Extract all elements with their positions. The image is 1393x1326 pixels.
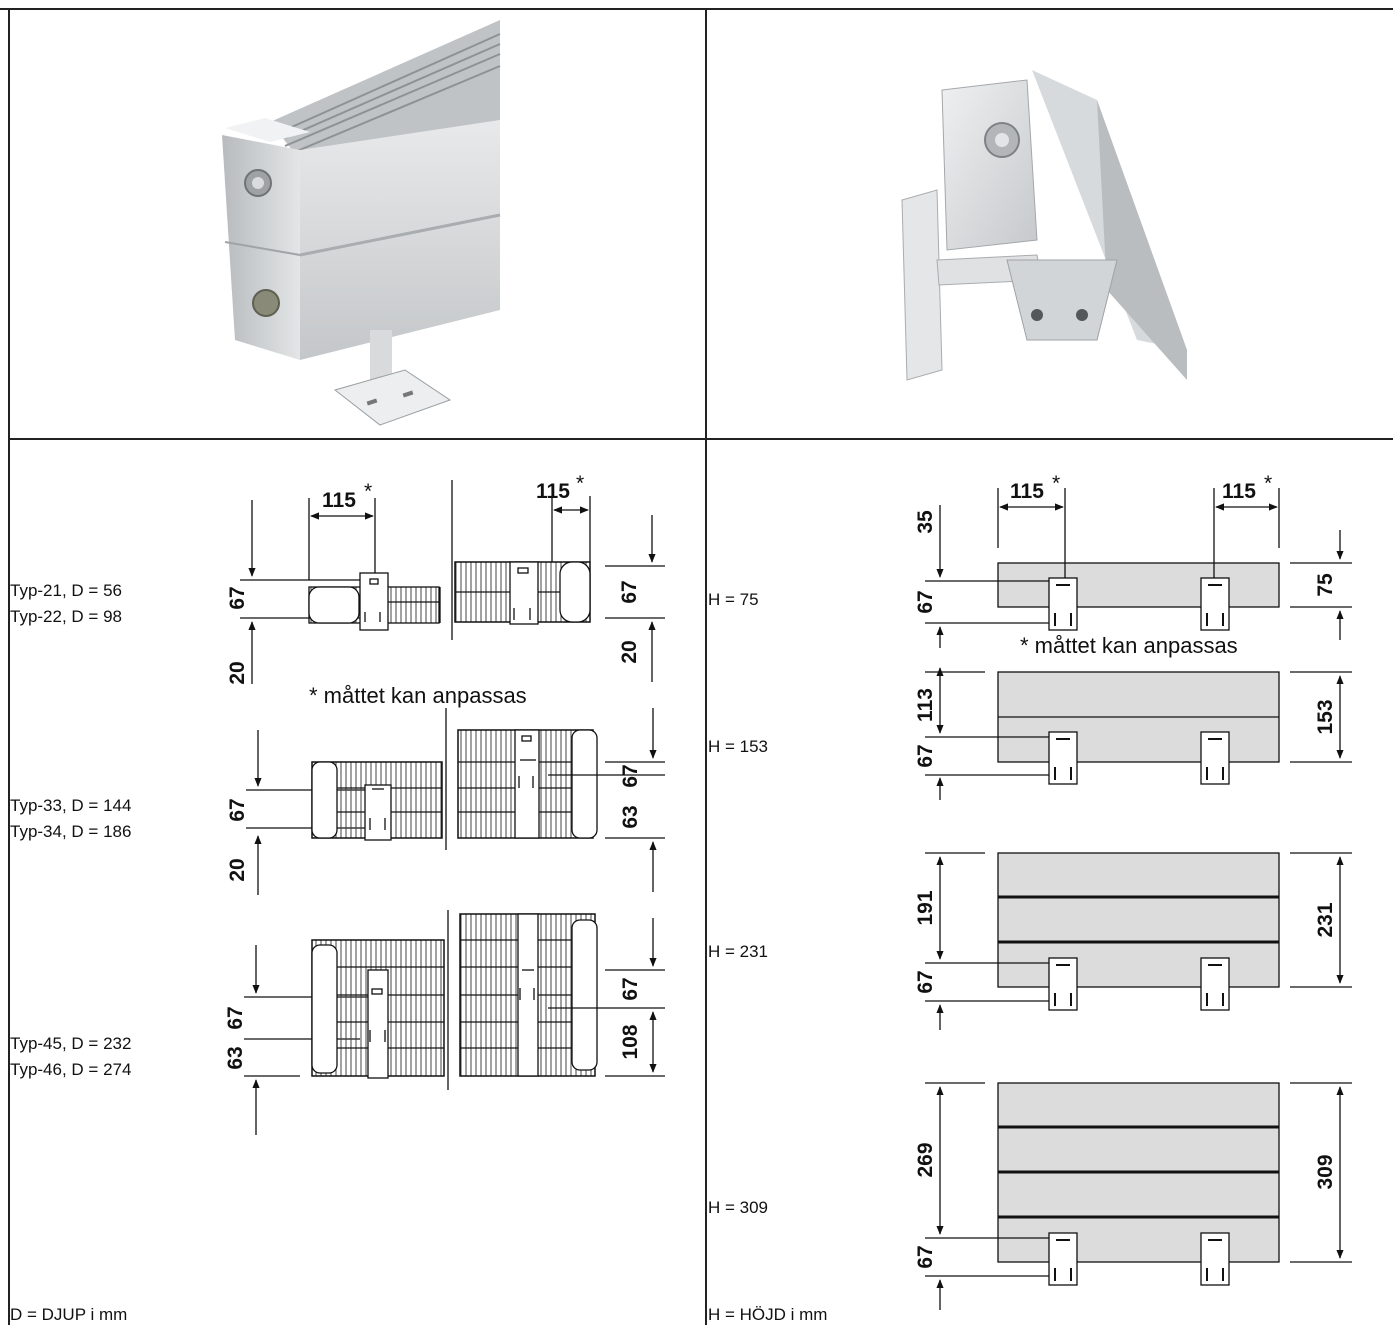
dim-67-row1: 67 [226,586,249,609]
frame-left [8,8,10,1325]
adjustable-note-right: * måttet kan anpassas [1020,633,1238,658]
type-label-46: Typ-46, D = 274 [10,1060,132,1079]
height-label-231: H = 231 [708,942,769,961]
frame-top [0,8,1393,10]
dim-63-row2: 63 [619,805,642,828]
adjustable-note-left: * måttet kan anpassas [309,683,527,708]
dim-108-row3: 108 [619,1024,642,1059]
dim-star-width-right: * [1264,472,1272,495]
dim-20-row1-right: 20 [618,640,641,663]
dim-67-h153: 67 [914,744,937,767]
dim-67-row3: 67 [224,1006,247,1029]
type-label-21: Typ-21, D = 56 [10,581,122,600]
dim-20-row2: 20 [226,858,249,881]
type-label-45: Typ-45, D = 232 [10,1034,132,1053]
dim-75: 75 [1314,573,1337,597]
dim-67-h231: 67 [914,970,937,993]
dim-115-left: 115 [322,489,356,512]
frame-row-divider [8,438,1393,440]
type-label-22: Typ-22, D = 98 [10,607,122,626]
dim-67-row2-right: 67 [619,764,642,787]
dim-35: 35 [914,510,937,534]
dim-113: 113 [914,688,937,722]
depth-footer: D = DJUP i mm [10,1305,128,1324]
height-label-309: H = 309 [708,1198,769,1217]
type-label-33: Typ-33, D = 144 [10,796,132,815]
dim-153: 153 [1314,699,1337,734]
dim-115-width-left: 115 [1010,480,1044,503]
dim-67-row2: 67 [226,798,249,821]
height-drawing: 115 * 115 * 35 67 75 113 67 153 191 67 2… [914,472,1352,1310]
dim-67-row1-right: 67 [618,580,641,603]
dim-star-left: * [364,480,372,503]
dim-20-row1: 20 [226,661,249,684]
height-label-75: H = 75 [708,590,759,609]
dim-63-row3: 63 [224,1046,247,1069]
dim-star-right: * [576,472,584,495]
type-label-34: Typ-34, D = 186 [10,822,132,841]
dim-115-width-right: 115 [1222,480,1256,503]
height-footer: H = HÖJD i mm [708,1305,828,1324]
dim-star-width-left: * [1052,472,1060,495]
photo-wall-bracket-radiator [707,10,1393,438]
dim-115-right: 115 [536,480,570,503]
dim-67-h75: 67 [914,590,937,613]
height-label-153: H = 153 [708,737,769,756]
photo-floor-stand-radiator [10,10,705,438]
dim-269: 269 [914,1142,937,1177]
dim-67-h309: 67 [914,1245,937,1268]
dim-309: 309 [1314,1154,1337,1189]
frame-middle [705,8,707,1325]
dim-67-row3-right: 67 [619,977,642,1000]
dim-231: 231 [1314,902,1337,937]
dim-191: 191 [914,890,937,925]
depth-type-drawing: 67 20 67 20 115 * 115 * 67 20 63 67 67 6… [224,472,665,1135]
